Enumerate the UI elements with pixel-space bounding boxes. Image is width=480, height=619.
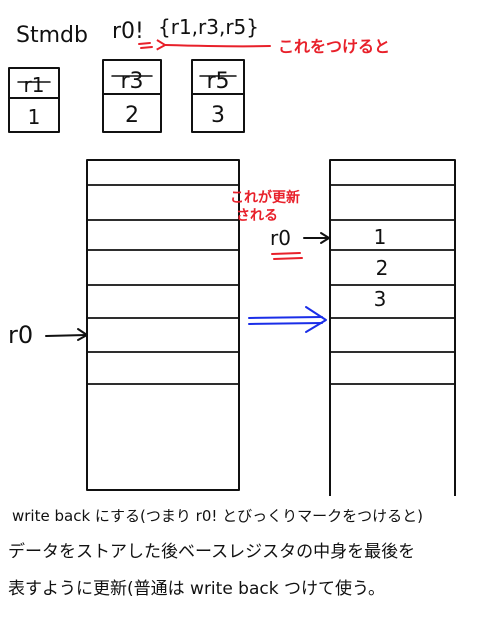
register-value: 1 [28, 105, 41, 129]
footer-line-2: データをストアした後ベースレジスタの中身を最後を [8, 541, 415, 562]
writeback-underline [138, 42, 153, 49]
stored-value: 2 [376, 256, 389, 280]
left-memory-stack [86, 159, 240, 491]
register-list: {r1,r3,r5} [158, 15, 259, 39]
updated-note-line1: これが更新 [230, 189, 300, 206]
register-value: 2 [125, 103, 139, 128]
updated-note-line2: される [236, 208, 278, 224]
transition-arrow [248, 306, 327, 333]
footer-background [0, 496, 480, 619]
register-box-r5: r5 3 [191, 59, 245, 133]
writeback-note: これをつけると [278, 37, 390, 56]
register-name: r1 [24, 73, 45, 97]
register-box-r1: r1 1 [8, 67, 60, 133]
right-pointer-label: r0 [270, 226, 291, 250]
left-pointer-arrow [45, 328, 88, 341]
register-name: r5 [206, 69, 229, 94]
left-pointer-label: r0 [8, 321, 33, 349]
base-register-writeback: r0! [112, 19, 144, 44]
footer-line-3: 表すように更新(普通は write back つけて使う。 [8, 578, 385, 599]
stored-value: 3 [374, 287, 387, 311]
writeback-arrow [164, 45, 271, 46]
footer-line-1: write back にする(つまり r0! とびっくりマークをつけると) [12, 507, 423, 525]
register-value: 3 [211, 103, 225, 128]
stored-value: 1 [374, 225, 387, 249]
right-pointer-arrow [303, 232, 330, 244]
register-box-r3: r3 2 [102, 59, 162, 133]
register-name: r3 [120, 69, 143, 94]
updated-underline [271, 252, 303, 260]
instruction-mnemonic: Stmdb [16, 23, 88, 48]
